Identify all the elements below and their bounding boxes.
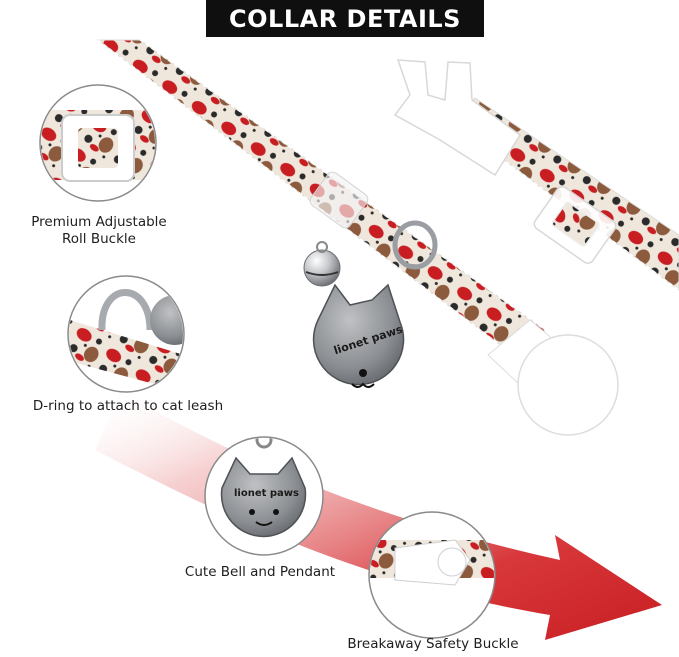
pendant-brand-text-small: lionet paws (234, 488, 299, 499)
caption-breakaway: Breakaway Safety Buckle (333, 636, 533, 653)
caption-breakaway-text: Breakaway Safety Buckle (347, 636, 519, 652)
caption-bell-pendant: Cute Bell and Pendant (170, 564, 350, 581)
collar-strap-left (96, 39, 546, 361)
detail-circle-breakaway (368, 511, 496, 639)
caption-roll-buckle: Premium Adjustable Roll Buckle (16, 214, 182, 248)
page-title: COLLAR DETAILS (206, 0, 484, 37)
pendant-tag-large: lionet paws (312, 283, 405, 388)
breakaway-round-end (487, 319, 619, 436)
caption-d-ring: D-ring to attach to cat leash (18, 398, 238, 415)
detail-circle-d-ring (67, 275, 185, 393)
caption-roll-buckle-line2: Roll Buckle (62, 231, 136, 247)
d-ring-and-bell (303, 220, 438, 287)
caption-roll-buckle-line1: Premium Adjustable (31, 214, 167, 230)
detail-circle-roll-buckle (39, 84, 157, 202)
detail-circle-pendant: lionet paws (204, 436, 324, 556)
caption-bell-pendant-text: Cute Bell and Pendant (184, 564, 336, 580)
breakaway-buckle-top (393, 59, 617, 264)
caption-d-ring-text: D-ring to attach to cat leash (32, 398, 224, 414)
